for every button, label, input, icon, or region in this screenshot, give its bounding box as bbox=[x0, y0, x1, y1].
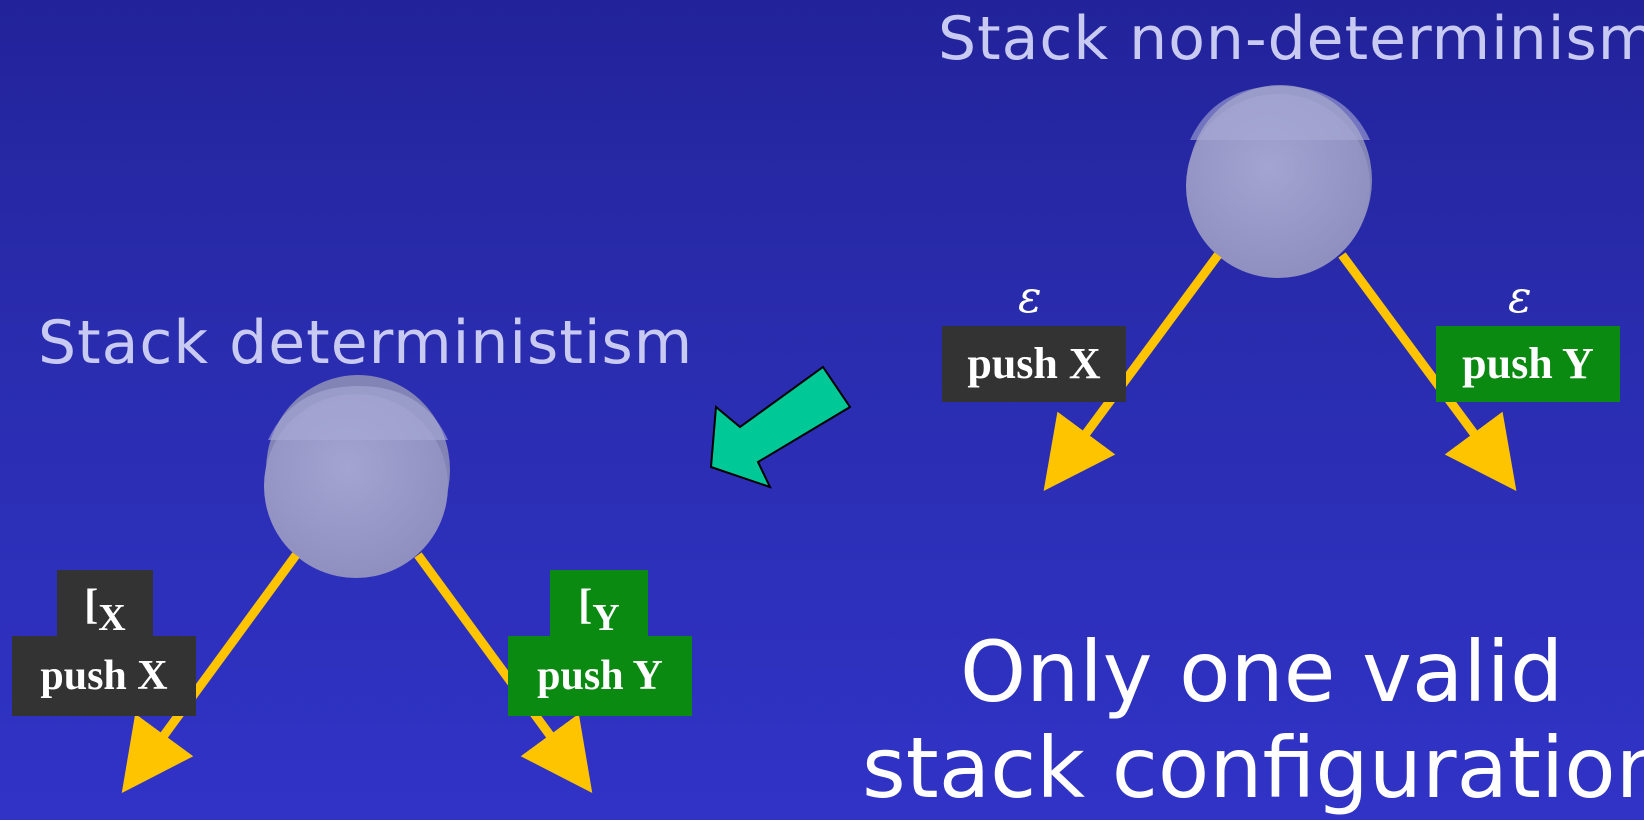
heading-determinism: Stack deterministism bbox=[38, 308, 693, 378]
conclusion-line1: Only one valid bbox=[960, 624, 1563, 720]
det-right-call-label: [Y bbox=[550, 570, 648, 640]
heading-nondeterminism: Stack non-determinism bbox=[938, 4, 1644, 74]
transform-arrow-icon bbox=[711, 367, 850, 487]
conclusion-line2: stack configuration bbox=[862, 720, 1644, 816]
det-right-call-sub: Y bbox=[592, 597, 619, 639]
nondet-right-action-label: push Y bbox=[1436, 326, 1620, 402]
det-left-call-label: [X bbox=[57, 570, 153, 640]
det-right-call-bracket: [ bbox=[578, 582, 592, 628]
nondet-right-epsilon: ε bbox=[1508, 272, 1532, 323]
nondet-left-action-label: push X bbox=[942, 326, 1126, 402]
det-left-call-sub: X bbox=[98, 597, 125, 639]
det-right-action-label: push Y bbox=[508, 636, 692, 716]
nondet-state bbox=[1186, 85, 1372, 278]
det-left-action-label: push X bbox=[12, 636, 196, 716]
det-state bbox=[264, 375, 450, 578]
nondet-left-epsilon: ε bbox=[1018, 272, 1042, 323]
det-left-call-bracket: [ bbox=[84, 582, 98, 628]
